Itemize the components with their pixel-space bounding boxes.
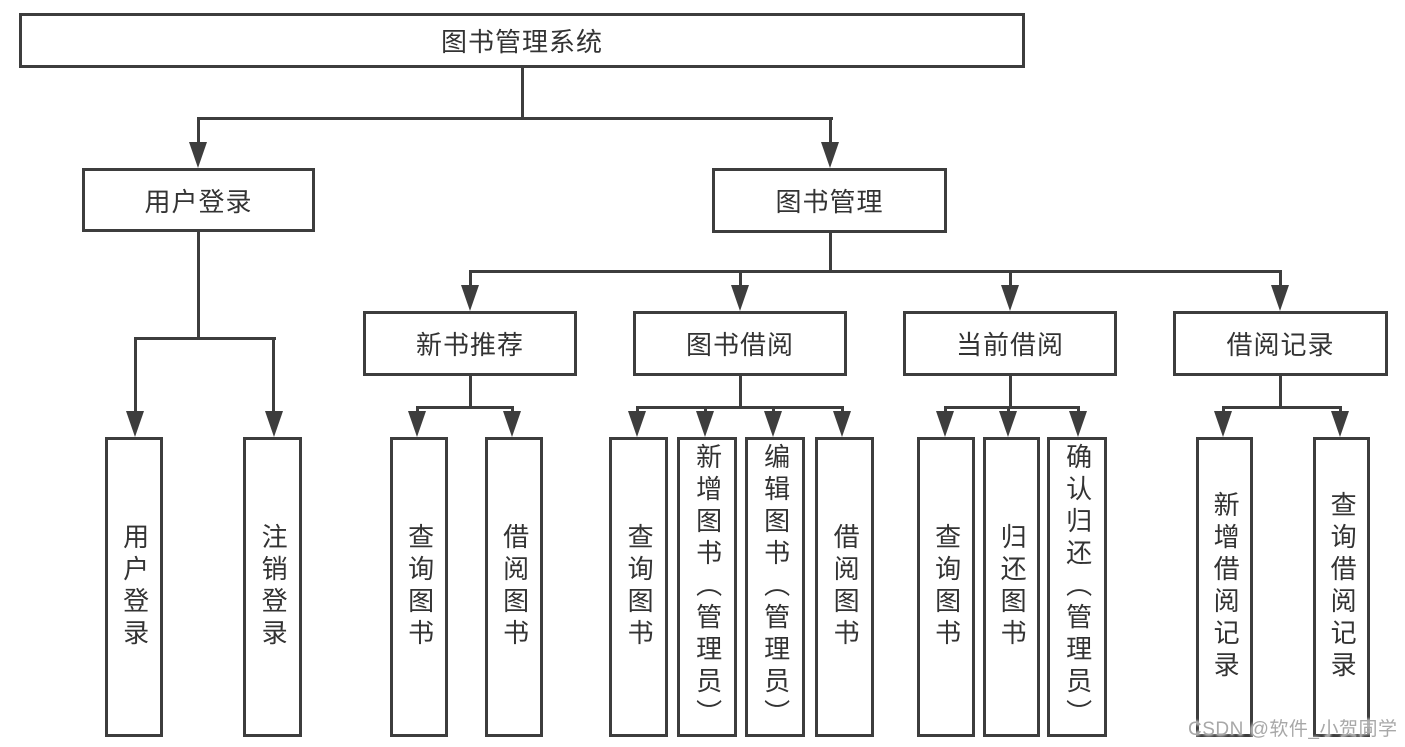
connector-line (1077, 406, 1080, 414)
node-borrowing-records: 借阅记录 (1173, 311, 1388, 376)
leaf-records-add-record: 新增借阅记录 (1196, 437, 1253, 737)
arrowhead-down-icon (1214, 411, 1232, 437)
arrowhead-down-icon (936, 411, 954, 437)
arrowhead-down-icon (628, 411, 646, 437)
connector-line (636, 406, 844, 409)
connector-line (469, 270, 1282, 273)
arrowhead-down-icon (1069, 411, 1087, 437)
arrowhead-down-icon (821, 142, 839, 168)
connector-line (197, 117, 200, 144)
connector-line (521, 68, 524, 120)
arrowhead-down-icon (1331, 411, 1349, 437)
connector-line (1279, 270, 1282, 287)
connector-line (1222, 406, 1342, 409)
connector-line (416, 406, 514, 409)
connector-line (511, 406, 514, 414)
leaf-borrowing-edit-books-admin: 编辑图书（管理员） (745, 437, 805, 737)
arrowhead-down-icon (503, 411, 521, 437)
connector-line (1009, 270, 1012, 287)
leaf-current-confirm-return-admin: 确认归还（管理员） (1047, 437, 1107, 737)
node-current-borrowing: 当前借阅 (903, 311, 1117, 376)
connector-line (739, 376, 742, 408)
connector-line (772, 406, 775, 414)
connector-line (636, 406, 639, 414)
arrowhead-down-icon (1271, 285, 1289, 311)
arrowhead-down-icon (833, 411, 851, 437)
node-root: 图书管理系统 (19, 13, 1025, 68)
connector-line (469, 376, 472, 408)
leaf-user-login: 用户登录 (105, 437, 163, 737)
leaf-recommend-query-books: 查询图书 (390, 437, 448, 737)
node-user-login: 用户登录 (82, 168, 315, 232)
connector-line (1007, 406, 1010, 414)
leaf-current-return-books: 归还图书 (983, 437, 1040, 737)
connector-line (704, 406, 707, 414)
connector-line (1222, 406, 1225, 414)
leaf-borrowing-add-books-admin: 新增图书（管理员） (677, 437, 737, 737)
connector-line (134, 337, 276, 340)
leaf-borrowing-query-books: 查询图书 (609, 437, 668, 737)
arrowhead-down-icon (731, 285, 749, 311)
leaf-records-query-record: 查询借阅记录 (1313, 437, 1370, 737)
arrowhead-down-icon (189, 142, 207, 168)
arrowhead-down-icon (764, 411, 782, 437)
leaf-logout: 注销登录 (243, 437, 302, 737)
connector-line (197, 117, 833, 120)
connector-line (739, 270, 742, 287)
arrowhead-down-icon (1001, 285, 1019, 311)
arrowhead-down-icon (126, 411, 144, 437)
connector-line (197, 232, 200, 339)
node-book-borrowing: 图书借阅 (633, 311, 847, 376)
arrowhead-down-icon (408, 411, 426, 437)
leaf-borrowing-borrow-books: 借阅图书 (815, 437, 874, 737)
connector-line (829, 117, 832, 144)
connector-line (944, 406, 947, 414)
arrowhead-down-icon (265, 411, 283, 437)
connector-line (134, 337, 137, 413)
connector-line (944, 406, 1080, 409)
connector-line (1339, 406, 1342, 414)
node-book-management: 图书管理 (712, 168, 947, 233)
arrowhead-down-icon (461, 285, 479, 311)
leaf-current-query-books: 查询图书 (917, 437, 975, 737)
connector-line (416, 406, 419, 414)
leaf-recommend-borrow-books: 借阅图书 (485, 437, 543, 737)
connector-line (469, 270, 472, 287)
node-new-book-recommend: 新书推荐 (363, 311, 577, 376)
connector-line (272, 337, 275, 413)
csdn-watermark: CSDN @软件_小贺同学 (1188, 719, 1398, 740)
connector-line (829, 233, 832, 272)
connector-line (841, 406, 844, 414)
arrowhead-down-icon (999, 411, 1017, 437)
arrowhead-down-icon (696, 411, 714, 437)
connector-line (1279, 376, 1282, 408)
connector-line (1009, 376, 1012, 408)
